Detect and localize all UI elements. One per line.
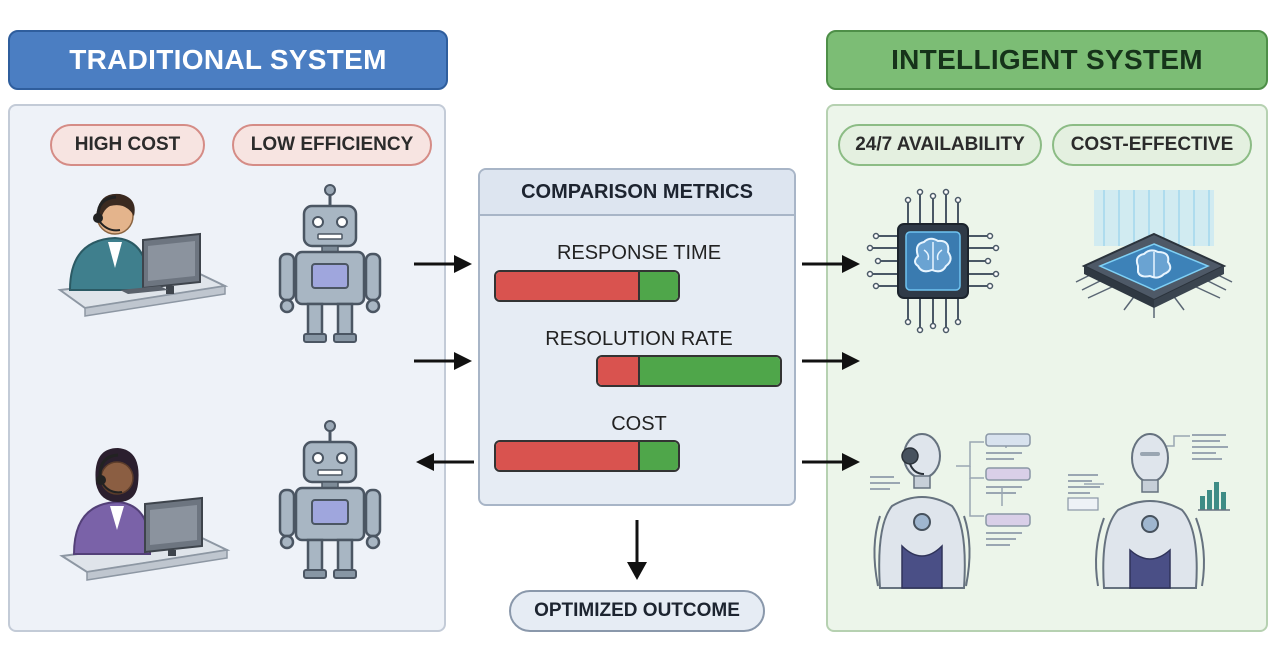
human-agent-icon: [57, 193, 229, 317]
metric-label-response-time: RESPONSE TIME: [556, 242, 722, 264]
human-agent-icon: [59, 448, 231, 581]
metric-bar-red-segment: [496, 442, 638, 470]
metric-bar-response-time: [494, 270, 680, 302]
metric-label-resolution-rate: RESOLUTION RATE: [545, 328, 733, 350]
high-cost-tag: HIGH COST: [50, 124, 205, 166]
ai-chip-icon: [866, 188, 1000, 334]
arrow-right-icon: [414, 352, 472, 370]
metric-bar-green-segment: [637, 442, 678, 470]
metric-bar-red-segment: [598, 357, 639, 385]
arrow-right-icon: [802, 255, 860, 273]
optimized-outcome-badge: OPTIMIZED OUTCOME: [509, 590, 765, 632]
metric-label-cost: COST: [611, 413, 667, 435]
low-efficiency-tag: LOW EFFICIENCY: [232, 124, 432, 166]
robot-icon: [278, 420, 382, 579]
metric-bar-red-segment: [496, 272, 638, 300]
cost-effective-tag: COST-EFFECTIVE: [1052, 124, 1252, 166]
arrow-right-icon: [802, 453, 860, 471]
robot-icon: [278, 184, 382, 343]
intelligent-system-title: INTELLIGENT SYSTEM: [826, 30, 1268, 90]
ai-chip-icon: [1075, 190, 1233, 318]
ai-humanoid-icon: [1067, 433, 1230, 589]
arrow-right-icon: [802, 352, 860, 370]
metric-bar-green-segment: [638, 357, 780, 385]
availability-tag: 24/7 AVAILABILITY: [838, 124, 1042, 166]
arrow-down-icon: [627, 520, 647, 580]
metric-bar-cost: [494, 440, 680, 472]
ai-humanoid-icon: [870, 433, 1031, 589]
arrow-left-icon: [416, 453, 474, 471]
metric-bar-resolution-rate: [596, 355, 782, 387]
arrow-right-icon: [414, 255, 472, 273]
comparison-metrics-box: COMPARISON METRICS RESPONSE TIME RESOLUT…: [478, 168, 796, 506]
comparison-metrics-title: COMPARISON METRICS: [480, 170, 794, 216]
traditional-system-title: TRADITIONAL SYSTEM: [8, 30, 448, 90]
metric-bar-green-segment: [637, 272, 678, 300]
